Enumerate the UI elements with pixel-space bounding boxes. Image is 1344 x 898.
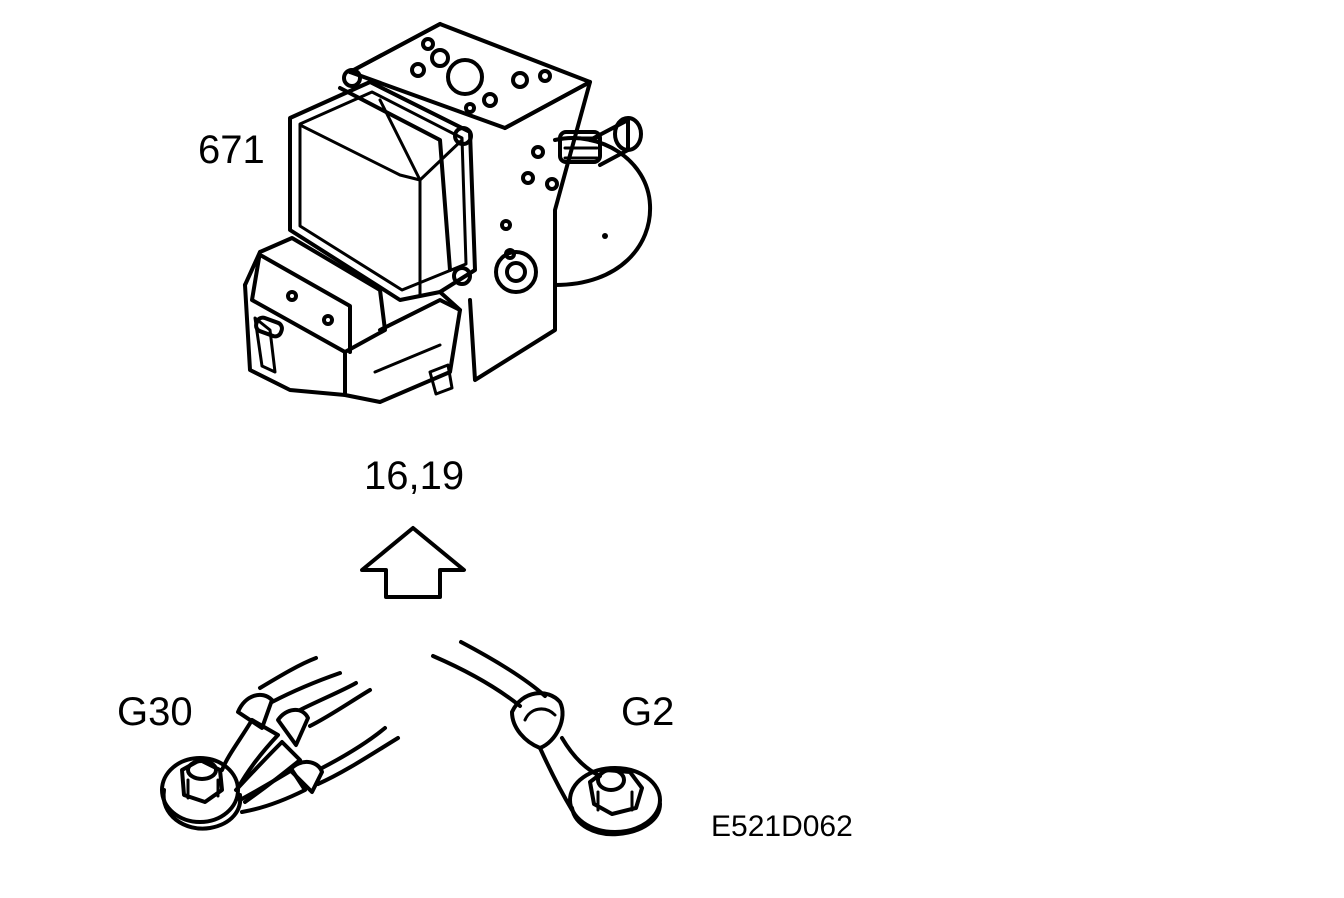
ground-point-g30: [160, 656, 400, 831]
torque-label: 16,19: [364, 454, 465, 498]
ground-point-g2: [431, 640, 662, 837]
up-arrow-icon: [360, 526, 466, 599]
ground-g30-label: G30: [117, 690, 193, 734]
ground-g2-label: G2: [621, 690, 675, 734]
abs-modulator-unit: [243, 22, 653, 404]
figure-code-label: E521D062: [711, 810, 853, 843]
part-number-label: 671: [198, 128, 265, 172]
